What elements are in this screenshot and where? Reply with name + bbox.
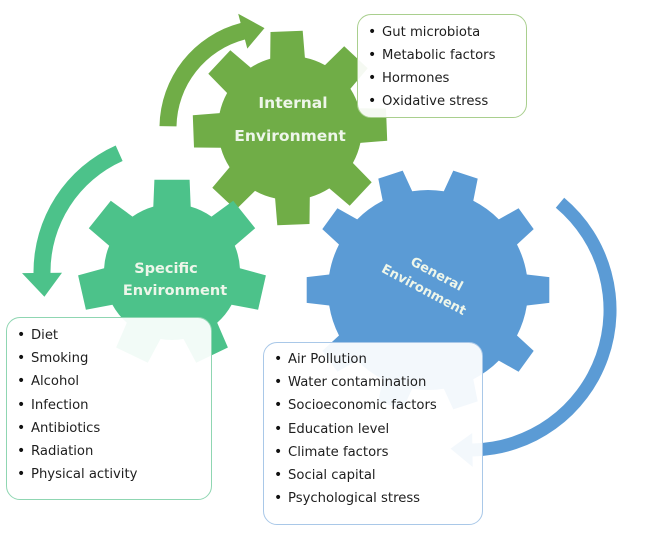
- specific-factor-item: Diet: [17, 324, 211, 347]
- internal-gear-label-line1: Internal: [258, 94, 327, 112]
- specific-factors-list: DietSmokingAlcoholInfectionAntibioticsRa…: [17, 324, 211, 486]
- internal-environment-gear: [192, 30, 388, 226]
- general-cycle-arrow: [450, 197, 617, 468]
- general-factor-item: Water contamination: [274, 371, 482, 394]
- internal-factors-list: Gut microbiotaMetabolic factorsHormonesO…: [368, 21, 526, 113]
- general-factor-item: Education level: [274, 418, 482, 441]
- specific-factor-item: Alcohol: [17, 370, 211, 393]
- general-factor-item: Climate factors: [274, 441, 482, 464]
- general-factor-item: Socioeconomic factors: [274, 394, 482, 417]
- specific-factors-box: DietSmokingAlcoholInfectionAntibioticsRa…: [6, 317, 212, 500]
- specific-factor-item: Radiation: [17, 440, 211, 463]
- internal-factors-box: Gut microbiotaMetabolic factorsHormonesO…: [357, 14, 527, 118]
- specific-factor-item: Smoking: [17, 347, 211, 370]
- specific-cycle-arrow: [22, 145, 123, 297]
- internal-cycle-arrow: [159, 13, 265, 127]
- general-factor-item: Air Pollution: [274, 348, 482, 371]
- internal-gear-label-line2: Environment: [234, 127, 346, 145]
- internal-factor-item: Metabolic factors: [368, 44, 526, 67]
- general-factor-item: Social capital: [274, 464, 482, 487]
- internal-factor-item: Hormones: [368, 67, 526, 90]
- internal-factor-item: Gut microbiota: [368, 21, 526, 44]
- general-factors-box: Air PollutionWater contaminationSocioeco…: [263, 342, 483, 525]
- general-factors-list: Air PollutionWater contaminationSocioeco…: [274, 348, 482, 510]
- specific-factor-item: Physical activity: [17, 463, 211, 486]
- general-factor-item: Psychological stress: [274, 487, 482, 510]
- specific-factor-item: Antibiotics: [17, 417, 211, 440]
- specific-gear-label-line2: Environment: [123, 283, 227, 299]
- specific-factor-item: Infection: [17, 394, 211, 417]
- internal-factor-item: Oxidative stress: [368, 90, 526, 113]
- specific-gear-label-line1: Specific: [134, 261, 198, 277]
